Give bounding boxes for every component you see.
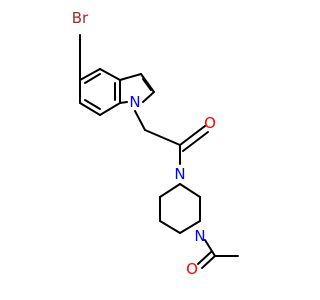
atom-label-indole-nitrogen: N (129, 93, 140, 111)
atom-labels: Br N O N N O (72, 9, 216, 278)
bond (142, 78, 152, 91)
bond (84, 99, 101, 110)
bond (79, 102, 101, 116)
bond (201, 255, 216, 269)
bond (204, 239, 216, 257)
bond (159, 220, 181, 234)
bond (144, 129, 181, 146)
atom-label-acetyl-oxygen: O (186, 260, 198, 278)
bond (179, 183, 201, 198)
bonds (79, 34, 239, 269)
bond (197, 251, 212, 265)
molecule-structure: Br N O N N O (72, 9, 239, 278)
bond (84, 73, 101, 84)
atom-label-ketone-oxygen: O (204, 114, 216, 132)
bond (99, 102, 121, 116)
bond (179, 220, 201, 234)
bond (119, 73, 142, 81)
bond (134, 110, 146, 131)
bond (119, 101, 128, 104)
atom-label-bromine: Br (72, 9, 89, 27)
bond (159, 183, 181, 198)
bond (182, 131, 209, 152)
bond (99, 68, 121, 81)
atom-label-amide-nitrogen: N (174, 165, 185, 183)
atom-label-acetyl-nitrogen: N (194, 227, 205, 245)
bond (179, 125, 206, 146)
bond (79, 68, 101, 81)
bond (142, 91, 155, 103)
bond (140, 73, 155, 93)
